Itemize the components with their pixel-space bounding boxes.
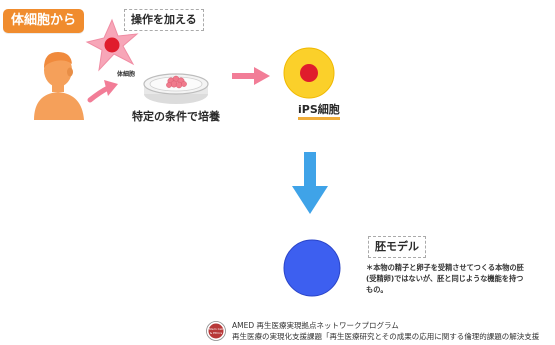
stem-cell-ethics-logo: Stem Cell & Ethics: [206, 321, 226, 341]
footer-program-line: AMED 再生医療実現拠点ネットワークプログラム: [232, 321, 399, 330]
petri-dish-icon: [143, 73, 209, 104]
culture-caption: 特定の条件で培養: [132, 110, 220, 123]
embryo-model-icon: [283, 239, 341, 297]
right-arrow-icon: [232, 67, 270, 85]
ips-caption: iPS細胞: [298, 103, 340, 120]
svg-text:& Ethics: & Ethics: [210, 331, 223, 335]
down-arrow-icon: [292, 152, 328, 214]
somatic-cell-tag: 体細胞: [117, 71, 136, 78]
embryo-description: ＊本物の精子と卵子を受精させてつくる本物の胚(受精卵)ではないが、胚と同じような…: [366, 263, 524, 294]
svg-text:Stem Cell: Stem Cell: [209, 327, 224, 331]
somatic-cell-icon: [85, 18, 139, 72]
origin-badge: 体細胞から: [3, 9, 85, 33]
footer-project-line: 再生医療の実現化支援課題「再生医療研究とその成果の応用に関する倫理的課題の解決支…: [232, 332, 540, 341]
embryo-model-label: 胚モデル: [368, 236, 426, 258]
action-label: 操作を加える: [124, 9, 204, 31]
curved-arrow-icon: [87, 80, 118, 103]
ips-cell-icon: [283, 47, 335, 99]
person-icon: [34, 52, 84, 120]
